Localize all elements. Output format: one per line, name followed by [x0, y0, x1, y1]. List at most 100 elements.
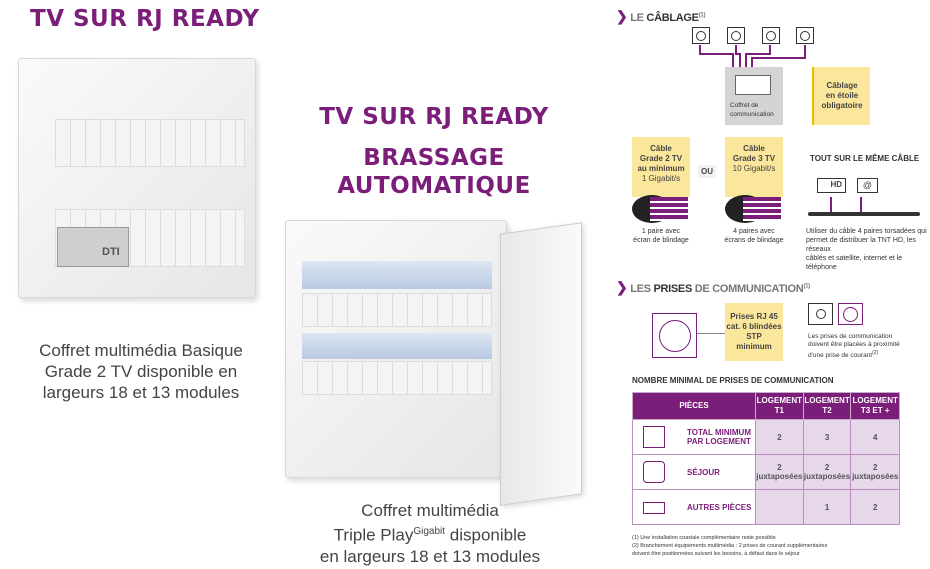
middle-caption: Coffret multimédia Triple PlayGigabit di…: [290, 500, 570, 567]
box-line: Grade 2 TV: [639, 154, 683, 163]
text-line: Les prises de communication: [808, 333, 893, 340]
caption-line: Coffret multimédia Basique: [39, 341, 243, 360]
rj45-socket-icon: [796, 27, 814, 44]
basic-cabinet-image: DTI: [18, 58, 256, 298]
cell: 2: [755, 419, 804, 455]
table-title: NOMBRE MINIMAL DE PRISES DE COMMUNICATIO…: [632, 376, 834, 385]
tv-hd-icon: HD: [817, 178, 846, 193]
caption-line: écran de blindage: [633, 237, 689, 244]
column-header: PIÈCES: [632, 392, 756, 420]
heading-sup: (1): [803, 283, 810, 290]
dti-label: DTI: [57, 227, 129, 267]
box-line: Câble: [650, 144, 672, 153]
rj45-socket-icon: [727, 27, 745, 44]
left-caption: Coffret multimédia Basique Grade 2 TV di…: [10, 340, 272, 403]
rj45-note: Prises RJ 45 cat. 6 blindées STP minimum: [725, 303, 783, 361]
cell: 2 juxtaposées: [850, 454, 900, 490]
heading-text: LES: [630, 283, 654, 295]
proximity-note: Les prises de communication doivent être…: [808, 333, 928, 360]
table-header-row: PIÈCES LOGEMENT T1 LOGEMENT T2 LOGEMENT …: [632, 392, 900, 420]
note-line: obligatoire: [821, 101, 863, 110]
power-outlet-icon: [838, 303, 863, 325]
caption-line: Coffret multimédia: [361, 501, 499, 520]
bed-icon: [643, 502, 665, 514]
footnotes: (1) Une installation coaxiale complément…: [632, 534, 827, 558]
cablage-heading: ❯ LE CÂBLAGE(1): [616, 8, 705, 25]
box-line: au minimum: [637, 164, 685, 173]
text: d'une prise de courant: [808, 352, 873, 360]
caption-line: Grade 2 TV disponible en: [44, 362, 238, 381]
caption-line: largeurs 18 et 13 modules: [42, 383, 240, 402]
caption-line: 4 paires avec: [733, 228, 775, 235]
footnote: doivent être positionnées suivant les be…: [632, 551, 800, 557]
star-wiring-lines: [699, 45, 806, 68]
caption-text: disponible: [445, 525, 527, 545]
minimum-outlets-table: PIÈCES LOGEMENT T1 LOGEMENT T2 LOGEMENT …: [632, 392, 900, 525]
note-line: minimum: [736, 342, 772, 351]
label: AUTRES PIÈCES: [687, 502, 752, 512]
grade2-cable-box: Câble Grade 2 TV au minimum 1 Gigabit/s: [632, 137, 690, 197]
house-icon: [643, 426, 665, 448]
sup: (2): [872, 350, 879, 356]
cell: 2 juxtaposées: [802, 454, 852, 490]
row-label: SÉJOUR: [632, 454, 756, 490]
star-wiring-note: Câblage en étoile obligatoire: [812, 67, 870, 125]
text-line: câblés et satellite, internet et le télé…: [806, 255, 903, 271]
heading-sup: (1): [698, 12, 706, 19]
table-row: SÉJOUR 2 juxtaposées 2 juxtaposées 2 jux…: [632, 454, 900, 490]
left-title: TV SUR RJ READY: [30, 6, 260, 32]
coffret-label: Coffret de: [730, 102, 759, 109]
heading-bold: PRISES: [653, 283, 693, 295]
cell: [755, 489, 804, 525]
rj45-socket-icon: [808, 303, 833, 325]
label: TOTAL MINIMUM PAR LOGEMENT: [687, 428, 751, 446]
caption-line: écrans de blindage: [724, 237, 784, 244]
text-line: d'une prise de courant(2): [808, 349, 928, 360]
footnote: (2) Branchement équipements multimédia :…: [632, 543, 828, 549]
grade2-caption: 1 paire avec écran de blindage: [625, 227, 697, 245]
sofa-icon: [643, 461, 665, 483]
heading-bold: CÂBLAGE: [646, 12, 699, 24]
caption-line: en largeurs 18 et 13 modules: [319, 546, 541, 566]
text-line: permet de distribuer la TNT HD, les rése…: [806, 237, 916, 253]
caption-sup: Gigabit: [413, 526, 446, 537]
same-cable-title: TOUT SUR LE MÊME CÂBLE: [810, 154, 920, 163]
internet-icon: @: [857, 178, 878, 193]
rj45-outlet-icon: [652, 313, 697, 358]
cell: 4: [850, 419, 900, 455]
middle-subtitle: BRASSAGE AUTOMATIQUE: [300, 144, 568, 200]
rj45-socket-icon: [692, 27, 710, 44]
note-line: en étoile: [825, 91, 859, 100]
communication-box: Coffret de communication: [725, 67, 783, 125]
prises-heading: ❯ LES PRISES DE COMMUNICATION(1): [616, 279, 810, 296]
grade3-caption: 4 paires avec écrans de blindage: [718, 227, 790, 245]
chevron-right-icon: ❯: [616, 8, 628, 24]
cell: 2: [850, 489, 900, 525]
cell: 2 juxtaposées: [755, 454, 804, 490]
coffret-label: communication: [730, 111, 774, 118]
box-line: Câble: [743, 144, 765, 153]
column-header: LOGEMENT T3 ET +: [850, 392, 900, 420]
caption-line: 1 paire avec: [641, 228, 681, 235]
or-label: OU: [698, 165, 716, 178]
grade3-cable-box: Câble Grade 3 TV 10 Gigabit/s: [725, 137, 783, 197]
column-header: LOGEMENT T2: [802, 392, 852, 420]
footnote: (1) Une installation coaxiale complément…: [632, 535, 776, 541]
caption-line: Triple PlayGigabit disponible: [290, 521, 570, 546]
middle-title: TV SUR RJ READY: [319, 104, 549, 130]
heading-text: LE: [630, 12, 647, 24]
chevron-right-icon: ❯: [616, 279, 628, 295]
table-row: AUTRES PIÈCES 1 2: [632, 489, 900, 525]
note-line: Prises RJ 45: [730, 312, 778, 321]
subtitle-line: BRASSAGE: [363, 145, 505, 171]
column-header: LOGEMENT T1: [755, 392, 804, 420]
same-cable-text: Utiliser du câble 4 paires torsadées qui…: [806, 227, 930, 272]
text-line: Utiliser du câble 4 paires torsadées qui: [806, 228, 927, 235]
shared-cable-icon: [808, 197, 920, 216]
cell: 3: [802, 419, 852, 455]
note-line: cat. 6 blindées: [726, 322, 782, 331]
rj45-socket-icon: [762, 27, 780, 44]
text-line: doivent être placées à proximité: [808, 341, 900, 348]
note-line: Câblage: [826, 81, 858, 90]
row-label: TOTAL MINIMUM PAR LOGEMENT: [632, 419, 756, 455]
